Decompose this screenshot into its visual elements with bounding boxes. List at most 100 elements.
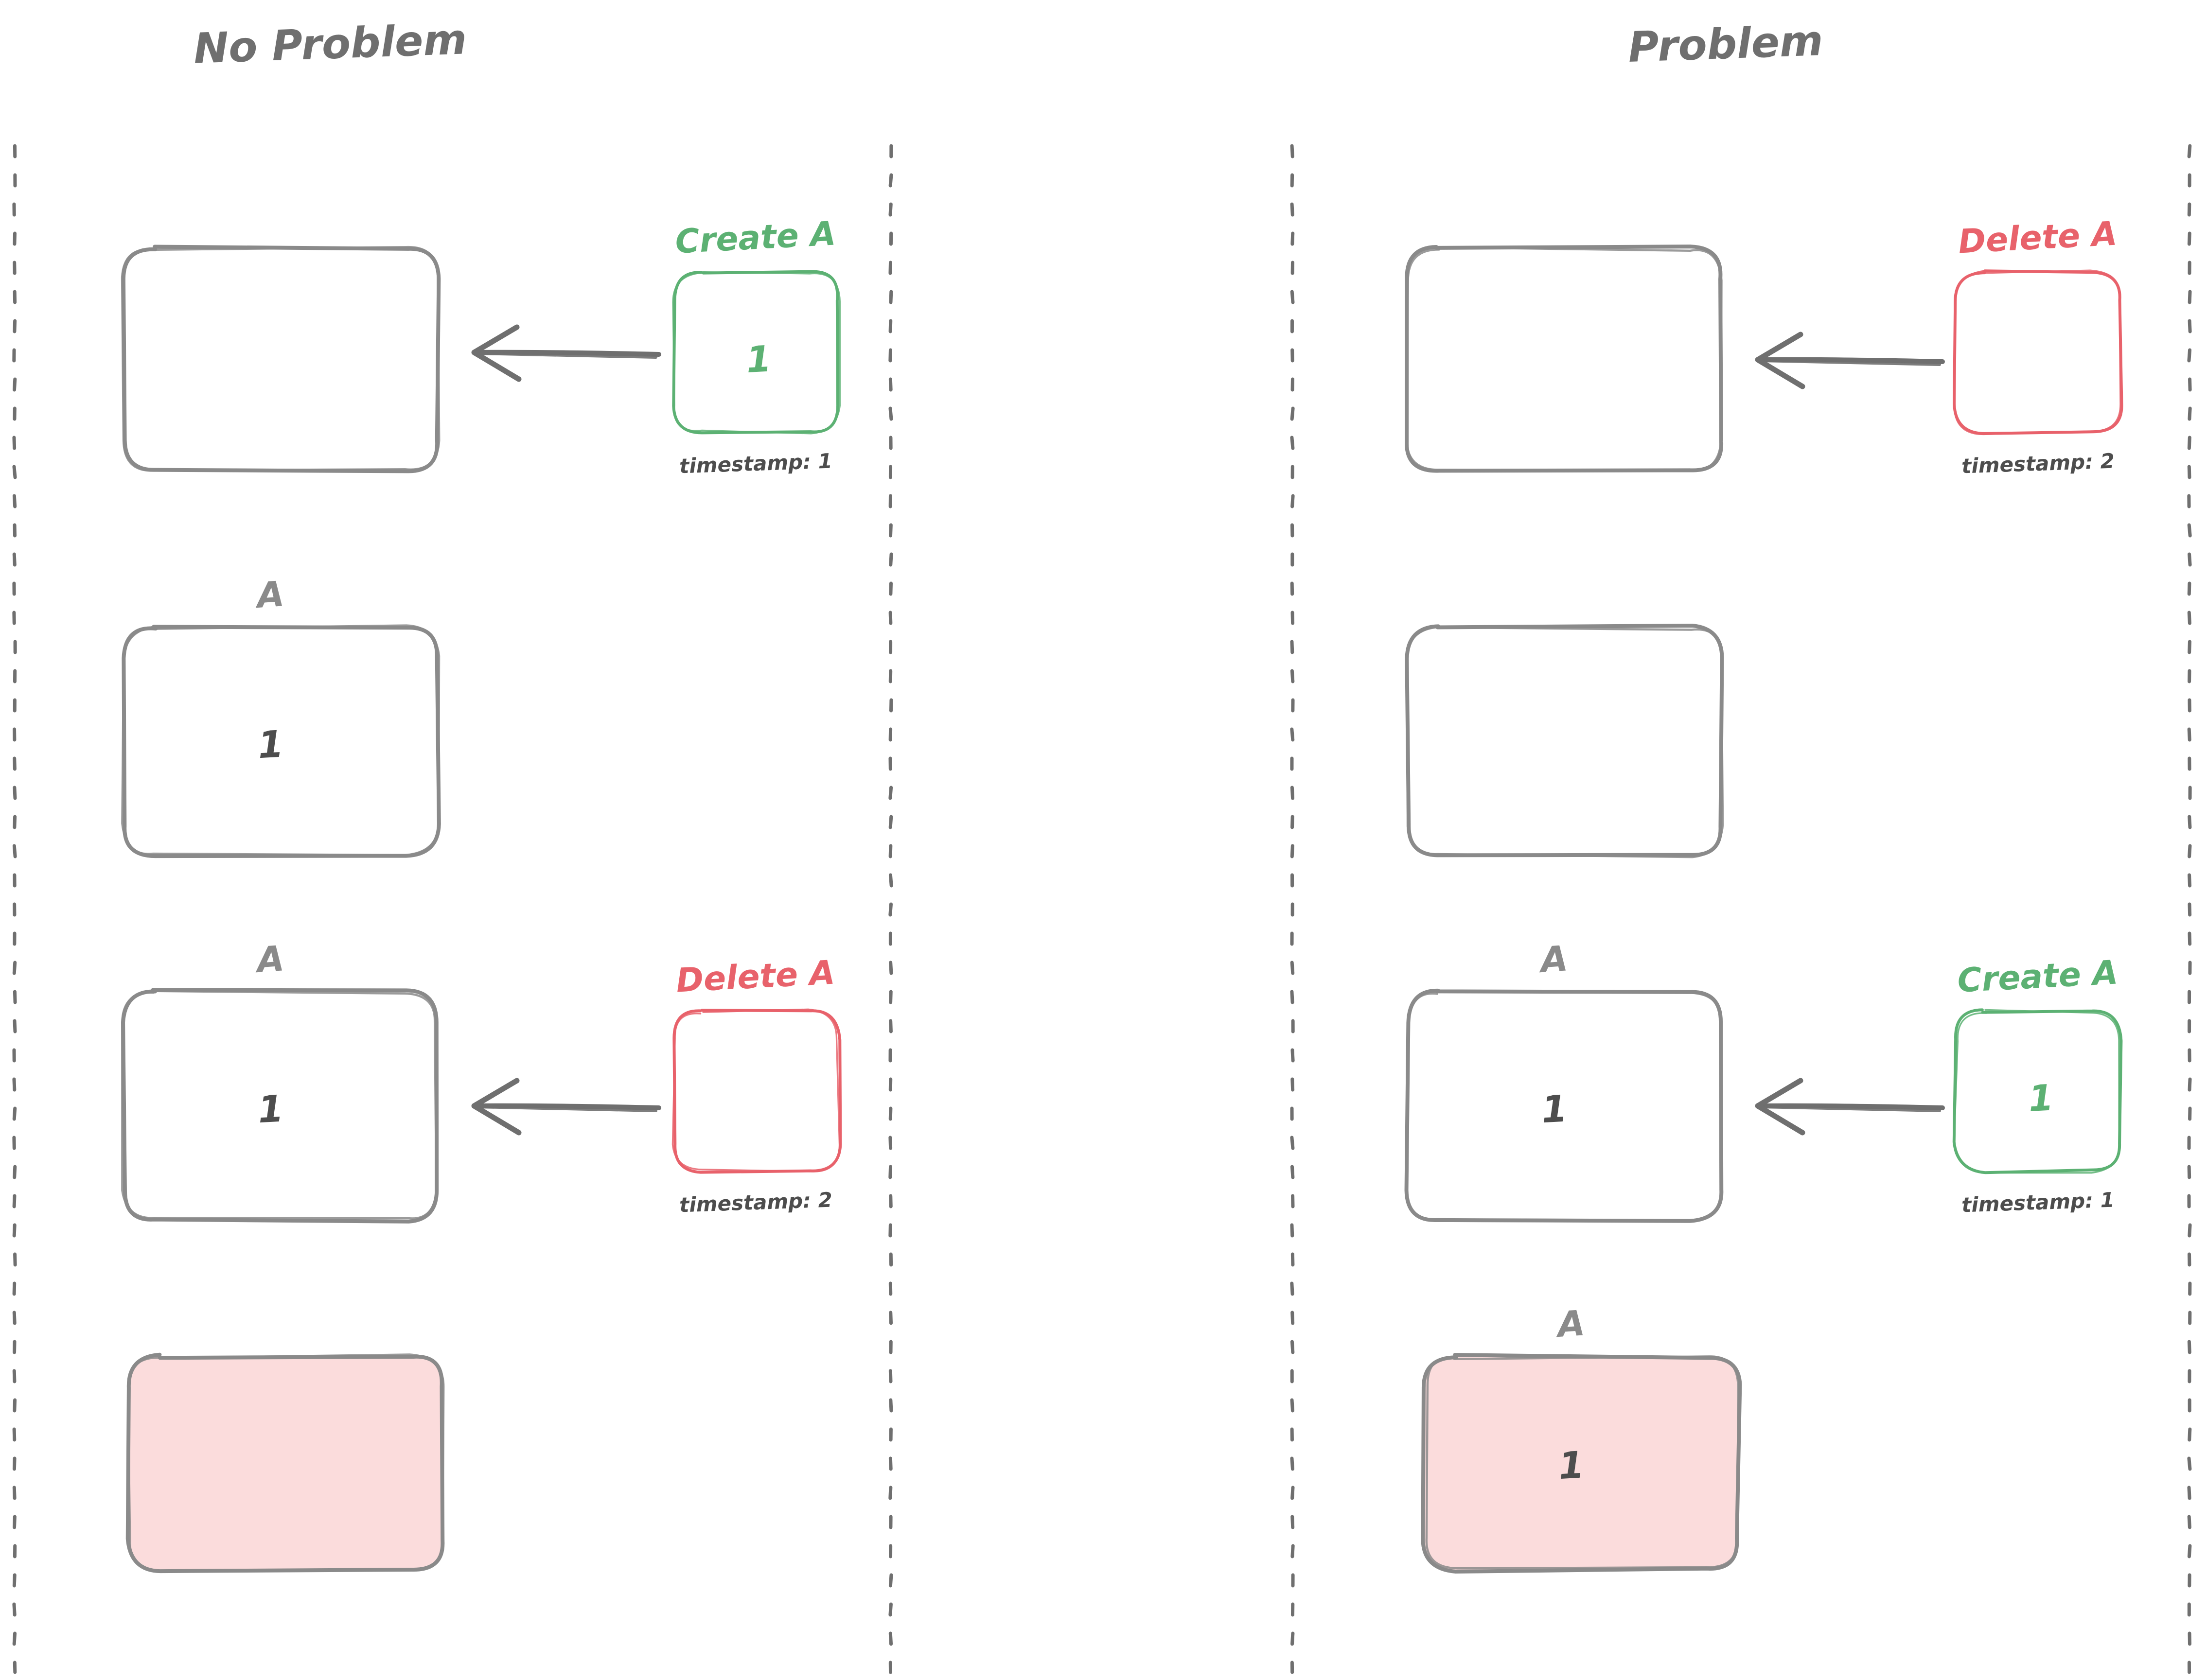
operation-title: Create A (674, 214, 837, 261)
lane-dash (12, 436, 17, 450)
operation-value: 1 (2028, 1077, 2055, 1120)
lane-dash (2187, 1456, 2192, 1471)
arrow-head (1755, 332, 1805, 389)
lane-dash (1290, 348, 1294, 363)
lane-dash (12, 1281, 17, 1296)
lane-dash (12, 1106, 17, 1121)
lane-dash (12, 1427, 17, 1442)
lane-dash (2187, 348, 2192, 363)
row-row-4 (125, 1352, 445, 1574)
state-box[interactable] (1405, 245, 1723, 473)
lane-dash (2188, 290, 2192, 304)
lane-dash (2188, 406, 2192, 421)
lane-dash (2188, 1427, 2192, 1442)
arrow-shaft-sketch (1758, 359, 1941, 366)
lane-dash (12, 1573, 17, 1588)
lane-dash (2188, 844, 2192, 858)
state-box-label: A (253, 573, 285, 616)
box-fill (1424, 1355, 1738, 1571)
lane-dash (1290, 1631, 1295, 1646)
lane-dash (12, 494, 17, 508)
lane-dash (2187, 523, 2192, 538)
lane-dash (12, 552, 17, 567)
lane-dash (12, 1223, 17, 1238)
lane-dash (888, 319, 893, 333)
state-box[interactable]: A1 (121, 573, 441, 858)
lane-dash (888, 1165, 893, 1179)
lane-dash (888, 1486, 893, 1500)
lane-right-problem (2187, 144, 2192, 1674)
state-box-label: A (253, 938, 285, 980)
lane-dash (888, 377, 893, 392)
lane-dash (1290, 1077, 1295, 1092)
box-outline-sketch (671, 1008, 841, 1172)
lane-dash (1290, 727, 1295, 742)
lane-dash (12, 1486, 17, 1500)
state-box[interactable]: A1 (1421, 1302, 1742, 1574)
operation-timestamp-caption: timestamp: 1 (679, 449, 832, 478)
state-box[interactable]: A1 (121, 938, 439, 1224)
state-box[interactable] (125, 1352, 445, 1574)
lane-dash (1290, 494, 1295, 508)
arrow-shaft-sketch (475, 352, 657, 359)
lane-dash (888, 173, 893, 188)
arrow-head (471, 1078, 522, 1136)
operation-title: Create A (1957, 953, 2119, 1000)
panel-title-problem: Problem (1627, 17, 1824, 72)
lane-dash (1290, 290, 1295, 304)
lane-dash (888, 844, 893, 858)
arrow-shaft-sketch (475, 1105, 657, 1112)
lane-dash (888, 1573, 893, 1588)
lane-dash (888, 202, 893, 217)
lane-dash (2188, 902, 2192, 917)
arrow-head (471, 324, 522, 382)
state-box-label: A (1537, 938, 1569, 980)
lane-dash (888, 1456, 893, 1471)
lane-dash (1290, 1048, 1295, 1063)
state-box-label: A (1554, 1302, 1586, 1345)
lane-dash (12, 1369, 17, 1383)
lane-left-problem (1290, 144, 1295, 1674)
lane-dash (12, 844, 17, 858)
arrow-shaft (1755, 1103, 1945, 1110)
box-outline (121, 245, 441, 473)
op-arrow (1755, 332, 1945, 389)
operation-value: 1 (745, 338, 773, 381)
state-box[interactable]: A1 (1404, 938, 1724, 1223)
lane-dash (13, 1252, 17, 1267)
lane-dash (12, 1311, 17, 1325)
panel-title-no-problem: No Problem (193, 15, 467, 73)
lane-dash (12, 465, 17, 479)
lane-dash (888, 873, 893, 888)
lane-dash (1290, 1486, 1295, 1500)
lane-dash (12, 1194, 17, 1208)
operation-title: Delete A (675, 954, 836, 1000)
box-outline-sketch (1406, 626, 1724, 858)
arrow-shaft (472, 1103, 661, 1110)
lane-dash (888, 1106, 893, 1121)
lane-dash (2188, 815, 2192, 829)
state-box-value: 1 (1557, 1443, 1585, 1488)
lane-left-no-problem (12, 144, 17, 1674)
operation-timestamp-caption: timestamp: 2 (1961, 449, 2115, 478)
box-outline (1405, 623, 1724, 858)
box-outline-sketch (121, 624, 441, 857)
lane-dash (888, 1602, 893, 1617)
box-outline (672, 1009, 842, 1174)
state-box[interactable] (121, 245, 441, 473)
op-arrow (1755, 1078, 1945, 1136)
state-box[interactable] (1405, 623, 1724, 858)
lane-dash (888, 1369, 893, 1383)
lane-dash (888, 348, 892, 363)
operation-create[interactable]: Create A 1 timestamp: 1 (672, 214, 841, 478)
lane-dash (2188, 1223, 2192, 1238)
lane-dash (1290, 231, 1295, 246)
box-outline-sketch (127, 1353, 445, 1573)
box-outline-sketch (121, 245, 441, 472)
